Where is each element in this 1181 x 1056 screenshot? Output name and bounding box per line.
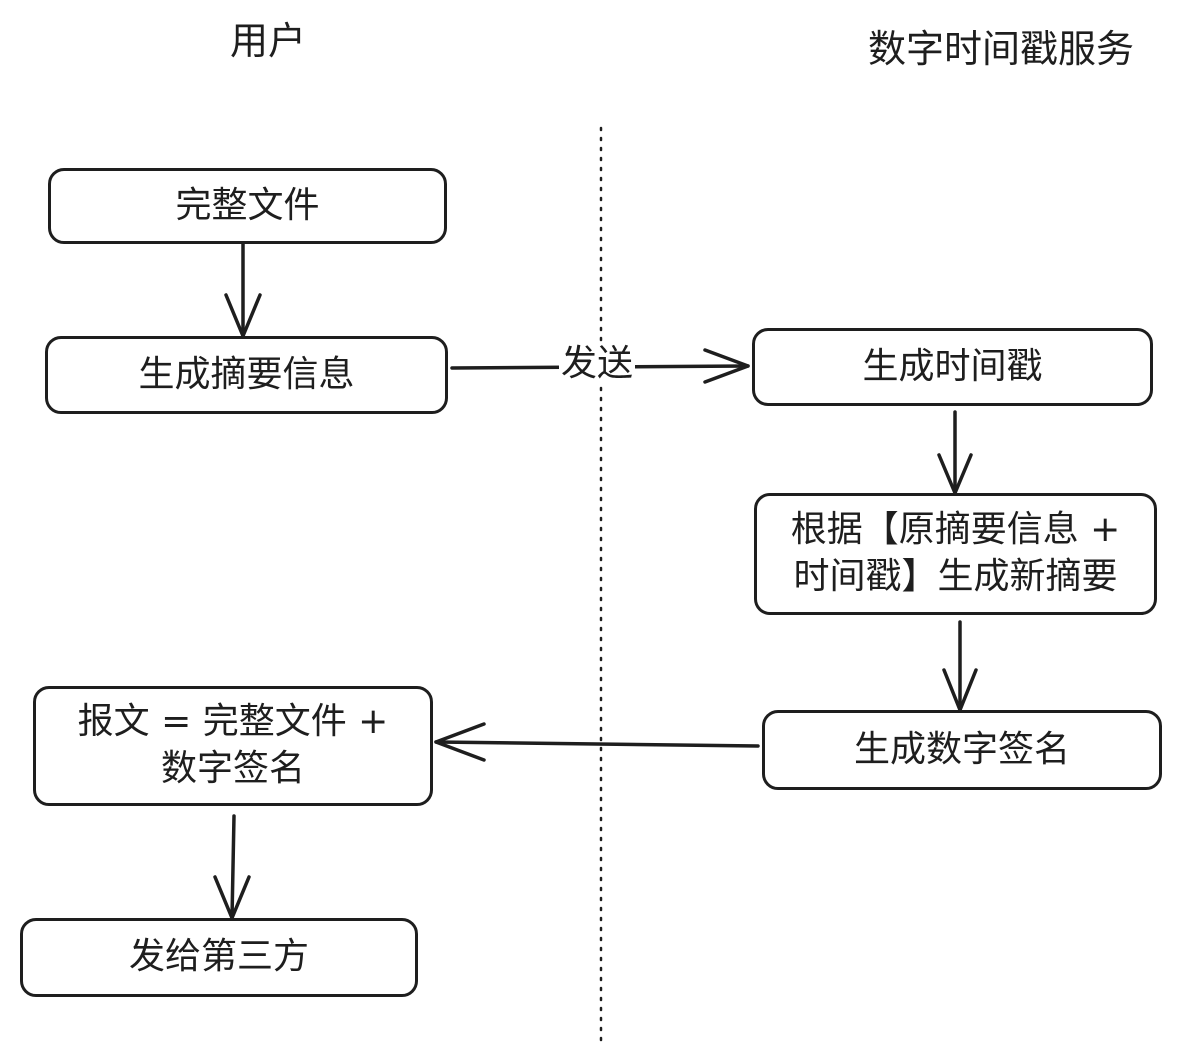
node-new-digest-line2: 时间戳】生成新摘要 [793, 556, 1118, 597]
node-full-file: 完整文件 [48, 168, 447, 244]
node-message-line1: 报文 = 完整文件 + [77, 701, 389, 743]
arrow-new-digest-to-signature [942, 620, 978, 712]
lane-title-user: 用户 [230, 19, 307, 63]
arrow-timestamp-to-new-digest [937, 410, 973, 495]
node-send-third-party-label: 发给第三方 [128, 936, 309, 978]
lane-title-timestamp-service: 数字时间戳服务 [868, 27, 1135, 71]
node-message: 报文 = 完整文件 + 数字签名 [33, 686, 433, 806]
arrow-signature-to-message [434, 722, 760, 762]
node-message-line2: 数字签名 [160, 748, 305, 789]
node-generate-digest: 生成摘要信息 [45, 336, 448, 414]
arrow-message-to-third-party [213, 814, 251, 920]
arrow-file-to-digest [224, 242, 262, 338]
node-generate-signature: 生成数字签名 [762, 710, 1162, 790]
node-generate-digest-label: 生成摘要信息 [138, 353, 355, 395]
node-generate-timestamp-label: 生成时间戳 [862, 345, 1043, 387]
node-full-file-label: 完整文件 [175, 184, 320, 226]
edge-label-send: 发送 [559, 343, 636, 384]
node-generate-timestamp: 生成时间戳 [752, 328, 1153, 406]
node-new-digest: 根据【原摘要信息 + 时间戳】生成新摘要 [754, 493, 1157, 615]
node-new-digest-line1: 根据【原摘要信息 + [790, 509, 1121, 551]
node-send-third-party: 发给第三方 [20, 918, 418, 997]
node-generate-signature-label: 生成数字签名 [853, 728, 1070, 770]
